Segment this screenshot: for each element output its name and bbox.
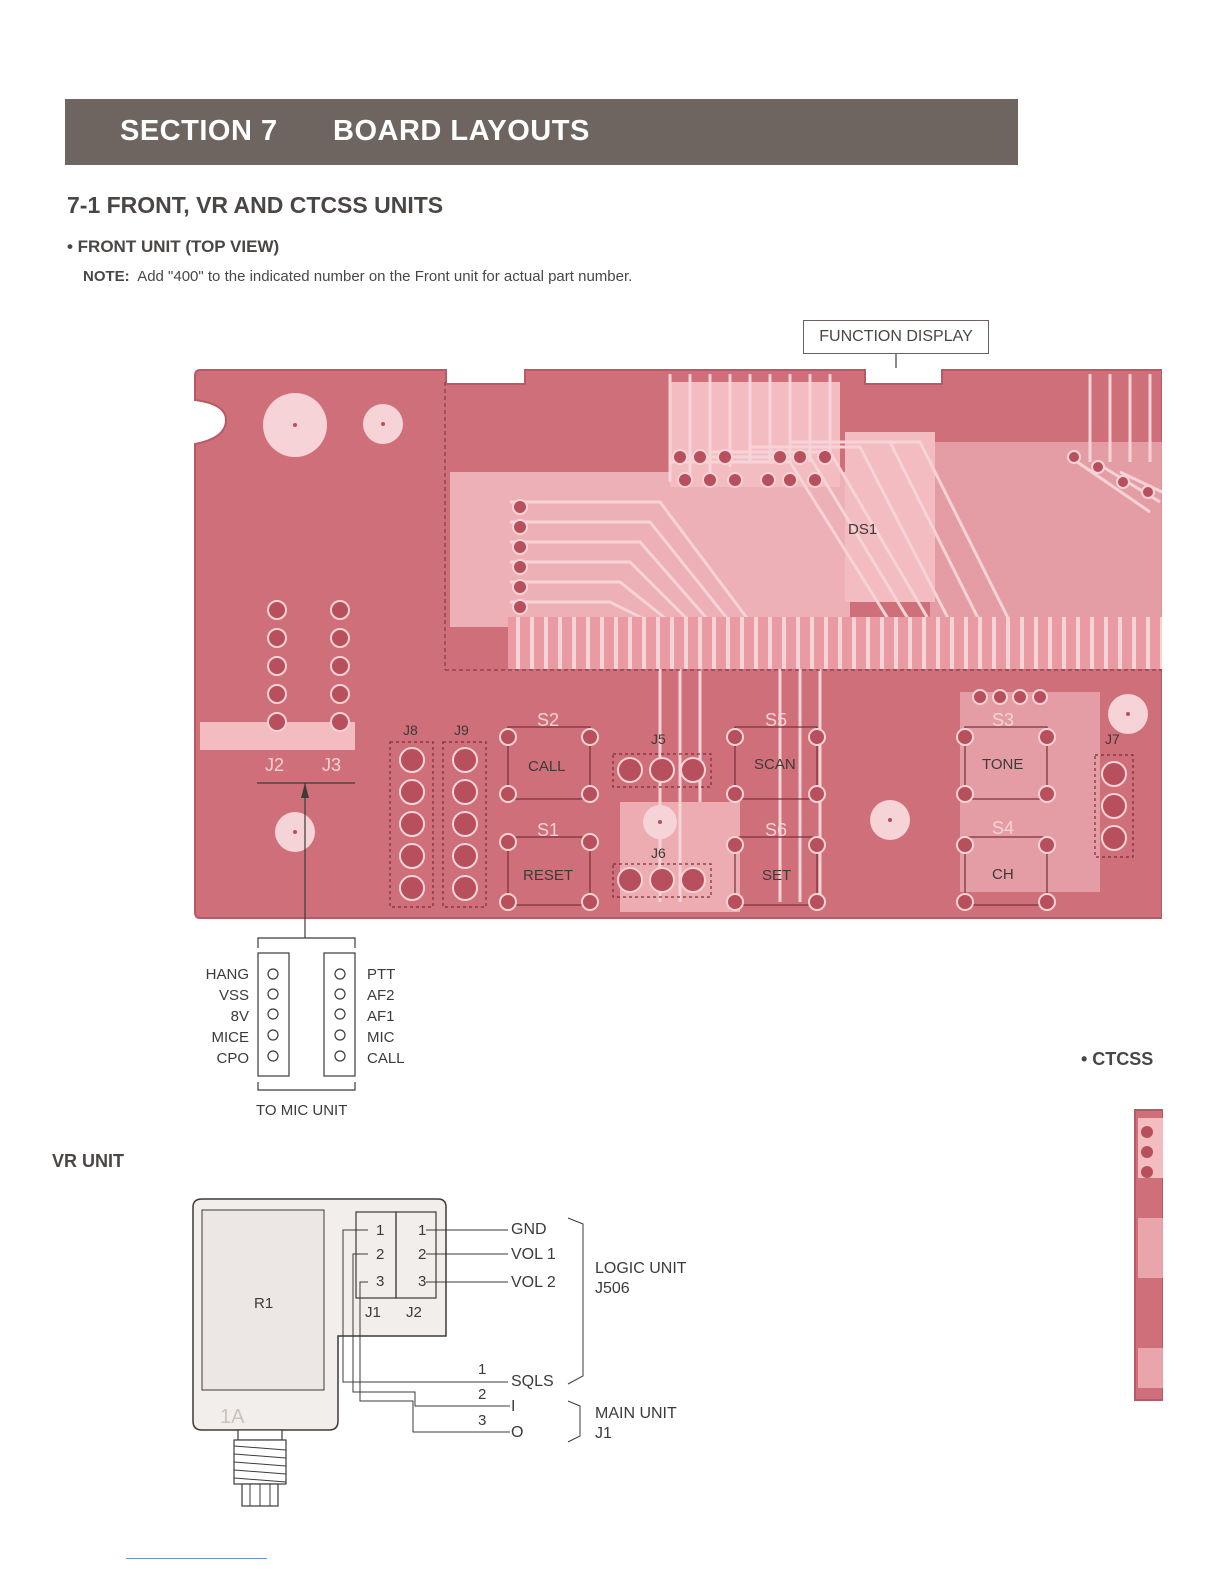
pin-number: 3 xyxy=(376,1273,385,1290)
vr-j2-label: J2 xyxy=(406,1304,422,1321)
s1-label: S1 xyxy=(537,820,560,840)
vr-unit-heading: VR UNIT xyxy=(52,1151,124,1171)
ds1-label: DS1 xyxy=(848,521,878,538)
mic-connector-diagram xyxy=(257,782,356,1091)
pin-number: 1 xyxy=(418,1222,427,1239)
j7-label: J7 xyxy=(1105,731,1120,747)
pin-label: CPO xyxy=(216,1050,249,1067)
vr-j1-label: J1 xyxy=(365,1304,381,1321)
sqls-signal: SQLS xyxy=(511,1373,554,1390)
vr-unit-diagram xyxy=(192,1198,584,1507)
pin-number: 3 xyxy=(418,1273,427,1290)
pin-label: AF2 xyxy=(367,987,395,1004)
mic-right-pin-labels: PTT AF2 AF1 MIC CALL xyxy=(367,964,405,1069)
logic-unit-name: LOGIC UNIT xyxy=(595,1260,687,1277)
reset-switch-label: RESET xyxy=(523,867,574,884)
front-unit-heading: • FRONT UNIT (TOP VIEW) xyxy=(67,237,280,256)
j2-label: J2 xyxy=(265,755,285,775)
gnd-signal: GND xyxy=(511,1221,547,1238)
s3-label: S3 xyxy=(992,710,1015,730)
pin-label: CALL xyxy=(367,1050,405,1067)
page-heading: 7-1 FRONT, VR AND CTCSS UNITS xyxy=(67,192,444,218)
s6-label: S6 xyxy=(765,820,788,840)
pin-label: HANG xyxy=(205,966,249,983)
ctcss-board-fragment xyxy=(1134,1109,1163,1401)
mic-unit-caption: TO MIC UNIT xyxy=(256,1102,348,1119)
note-label: NOTE: xyxy=(83,268,130,285)
front-board xyxy=(194,369,1162,919)
logic-unit-target: LOGIC UNIT J506 xyxy=(595,1259,687,1299)
pin-number: 2 xyxy=(376,1246,385,1263)
call-switch-label: CALL xyxy=(528,758,566,775)
pin-label: AF1 xyxy=(367,1008,395,1025)
function-display-label: FUNCTION DISPLAY xyxy=(803,320,989,354)
ch-switch-label: CH xyxy=(992,866,1014,883)
vol1-signal: VOL 1 xyxy=(511,1246,556,1263)
j9-label: J9 xyxy=(454,722,469,738)
pin-number: 2 xyxy=(478,1386,487,1403)
board-mark: 1A xyxy=(220,1406,245,1428)
o-signal: O xyxy=(511,1424,524,1441)
pin-label: MICE xyxy=(211,1029,250,1046)
note-text: Add "400" to the indicated number on the… xyxy=(137,268,633,285)
pin-label: VSS xyxy=(218,987,249,1004)
note: NOTE: Add "400" to the indicated number … xyxy=(83,268,632,285)
pin-number: 1 xyxy=(478,1361,487,1378)
main-unit-connector: J1 xyxy=(595,1425,612,1442)
main-unit-name: MAIN UNIT xyxy=(595,1405,677,1422)
j6-label: J6 xyxy=(651,845,666,861)
j3-label: J3 xyxy=(322,755,342,775)
scan-switch-label: SCAN xyxy=(754,756,796,773)
pin-label: PTT xyxy=(367,966,396,983)
vol2-signal: VOL 2 xyxy=(511,1274,556,1291)
j8-label: J8 xyxy=(403,722,418,738)
j5-label: J5 xyxy=(651,731,666,747)
i-signal: I xyxy=(511,1398,516,1415)
tone-switch-label: TONE xyxy=(982,756,1024,773)
r1-label: R1 xyxy=(254,1295,274,1312)
logic-unit-connector: J506 xyxy=(595,1280,630,1297)
ctcss-heading: • CTCSS xyxy=(1081,1049,1154,1069)
pin-number: 2 xyxy=(418,1246,427,1263)
pin-label: 8V xyxy=(230,1008,249,1025)
section-title: BOARD LAYOUTS xyxy=(333,115,590,147)
s2-label: S2 xyxy=(537,710,560,730)
pin-label: MIC xyxy=(367,1029,395,1046)
s4-label: S4 xyxy=(992,818,1015,838)
main-unit-target: MAIN UNIT J1 xyxy=(595,1404,677,1444)
section-number: SECTION 7 xyxy=(120,115,278,147)
pin-number: 3 xyxy=(478,1412,487,1429)
set-switch-label: SET xyxy=(762,867,792,884)
section-banner: SECTION 7 BOARD LAYOUTS xyxy=(65,99,1018,165)
s5-label: S5 xyxy=(765,710,788,730)
mic-left-pin-labels: HANG VSS 8V MICE CPO xyxy=(198,964,249,1069)
footer-rule xyxy=(126,1558,267,1559)
pin-number: 1 xyxy=(376,1222,385,1239)
